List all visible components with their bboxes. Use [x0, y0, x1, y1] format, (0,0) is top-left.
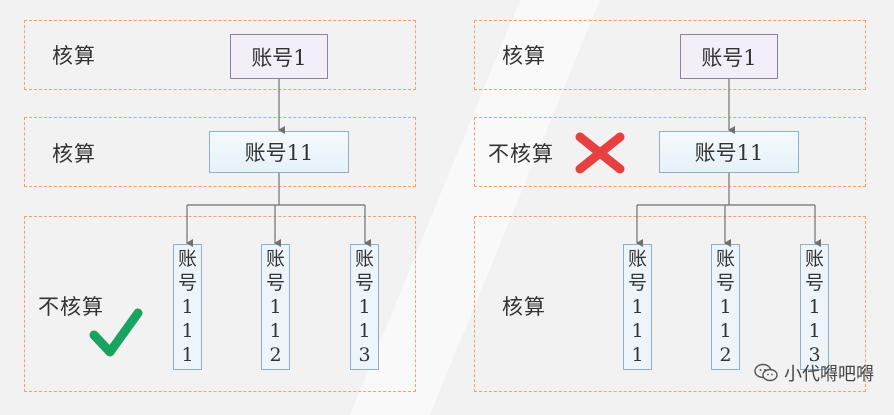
- right-account-11-box: 账号11: [659, 131, 799, 173]
- watermark-text: 小代嘚吧嘚: [784, 364, 874, 385]
- right-child-112-char-1: 账: [715, 248, 735, 270]
- right-child-113-char-4: 1: [808, 320, 821, 342]
- left-row-1-label: 核算: [52, 44, 96, 68]
- left-child-112-char-3: 1: [269, 296, 282, 318]
- left-child-111-char-4: 1: [181, 320, 194, 342]
- right-row-2-label: 不核算: [488, 142, 554, 166]
- left-account-1-box: 账号1: [230, 34, 328, 79]
- right-child-111-char-4: 1: [631, 320, 644, 342]
- right-child-112-char-2: 号: [715, 272, 735, 294]
- right-child-113-char-5: 3: [808, 344, 821, 366]
- right-child-112-char-3: 1: [719, 296, 732, 318]
- right-row-3-label: 核算: [502, 295, 546, 319]
- left-child-111-char-1: 账: [177, 248, 197, 270]
- left-child-112-char-1: 账: [265, 248, 285, 270]
- right-child-113-char-3: 1: [808, 296, 821, 318]
- right-panel-row-1: [474, 20, 866, 90]
- left-child-111-char-3: 1: [181, 296, 194, 318]
- left-child-113-char-2: 号: [354, 272, 374, 294]
- right-child-111-char-1: 账: [627, 248, 647, 270]
- left-panel-row-3: [24, 216, 416, 392]
- right-panel-row-3: [474, 216, 866, 392]
- right-panel-row-2: [474, 117, 866, 187]
- left-child-113-char-3: 1: [358, 296, 371, 318]
- left-child-112-char-5: 2: [269, 344, 282, 366]
- left-panel-row-2: [24, 117, 416, 187]
- left-child-112: 账 号 1 1 2: [261, 244, 290, 370]
- left-child-111: 账 号 1 1 1: [173, 244, 202, 370]
- left-panel-row-1: [24, 20, 416, 90]
- right-child-111-char-5: 1: [631, 344, 644, 366]
- left-child-112-char-4: 1: [269, 320, 282, 342]
- right-child-113-char-2: 号: [804, 272, 824, 294]
- watermark: 小代嘚吧嘚: [754, 360, 874, 386]
- right-row-1-label: 核算: [502, 44, 546, 68]
- right-child-111: 账 号 1 1 1: [623, 244, 652, 370]
- left-row-2-label: 核算: [52, 142, 96, 166]
- right-child-113-char-1: 账: [804, 248, 824, 270]
- right-child-111-char-3: 1: [631, 296, 644, 318]
- left-child-111-char-5: 1: [181, 344, 194, 366]
- left-child-113: 账 号 1 1 3: [350, 244, 379, 370]
- left-child-113-char-5: 3: [358, 344, 371, 366]
- right-child-112: 账 号 1 1 2: [711, 244, 740, 370]
- left-child-112-char-2: 号: [265, 272, 285, 294]
- right-child-112-char-5: 2: [719, 344, 732, 366]
- right-child-111-char-2: 号: [627, 272, 647, 294]
- right-account-1-box: 账号1: [680, 34, 778, 79]
- left-row-3-label: 不核算: [38, 295, 104, 319]
- left-child-113-char-1: 账: [354, 248, 374, 270]
- left-child-113-char-4: 1: [358, 320, 371, 342]
- left-child-111-char-2: 号: [177, 272, 197, 294]
- right-child-113: 账 号 1 1 3: [800, 244, 829, 370]
- wechat-icon: [754, 363, 778, 382]
- right-child-112-char-4: 1: [719, 320, 732, 342]
